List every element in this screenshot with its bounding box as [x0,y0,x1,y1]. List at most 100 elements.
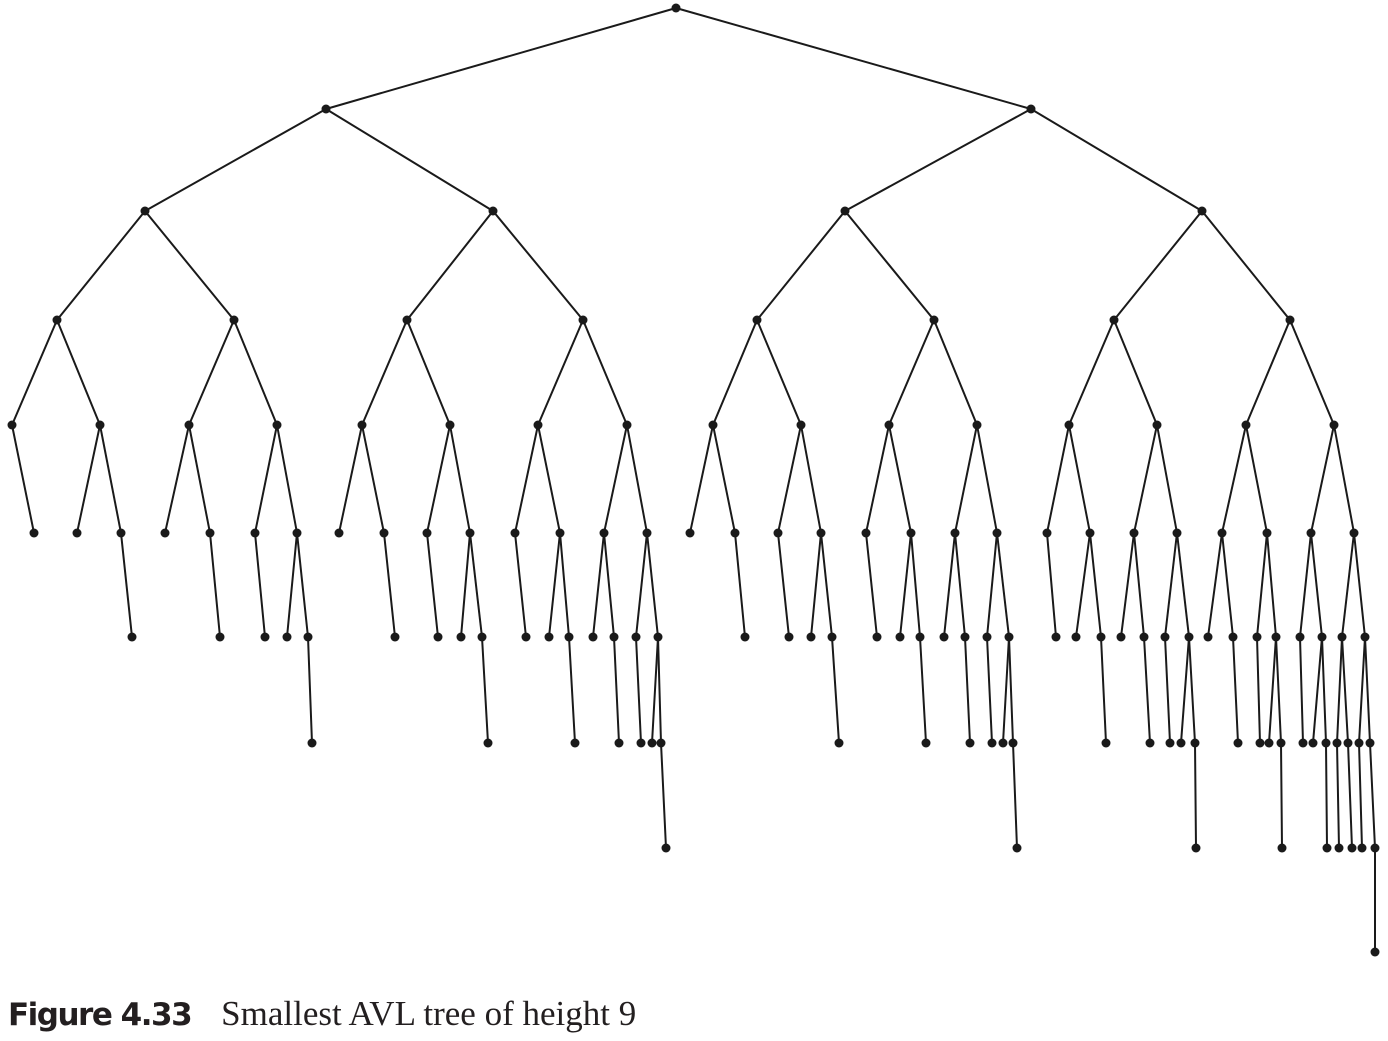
tree-edge [99,424,122,534]
tree-node [544,632,554,642]
tree-edge [514,424,539,534]
tree-edge [56,319,101,426]
tree-edge [1347,742,1353,849]
tree-node [827,632,837,642]
tree-node [488,206,498,216]
tree-edge [1256,532,1268,638]
tree-edge [756,210,846,321]
tree-edge [1143,636,1151,744]
tree-node [402,315,412,325]
tree-edge [1364,636,1371,744]
tree-edge [1156,424,1178,534]
tree-edge [1046,532,1057,638]
tree-node [456,632,466,642]
tree-edge [361,424,385,534]
tree-node [307,738,317,748]
tree-node [708,420,718,430]
tree-node [357,420,367,430]
figure-title: Smallest AVL tree of height 9 [221,994,637,1033]
tree-edge [592,532,605,638]
tree-node [588,632,598,642]
tree-node [250,528,260,538]
tree-edge [1268,636,1277,744]
tree-node [1354,738,1364,748]
tree-node [1255,738,1265,748]
tree-node [1051,632,1061,642]
tree-node [982,632,992,642]
tree-edge [1120,532,1135,638]
tree-edge [954,532,966,638]
tree-edge [188,319,235,426]
tree-node [272,420,282,430]
tree-node [303,632,313,642]
tree-edge [1089,532,1102,638]
tree-edge [712,424,736,534]
tree-node [260,632,270,642]
tree-node [1262,528,1272,538]
tree-node [653,632,663,642]
tree-edge [449,424,471,534]
tree-edge [1245,424,1268,534]
tree-node [806,632,816,642]
tree-node [1347,843,1357,853]
tree-edge [660,742,667,849]
tree-node [965,738,975,748]
tree-node [656,738,666,748]
tree-node [334,528,344,538]
tree-node [1276,738,1286,748]
tree-nodes [7,3,1380,957]
tree-node [215,632,225,642]
tree-edge [164,424,190,534]
tree-edge [734,532,746,638]
tree-node [1332,738,1342,748]
tree-edge [286,532,298,638]
tree-edge [635,636,642,744]
tree-node [510,528,520,538]
tree-edge [1221,532,1234,638]
tree-node [465,528,475,538]
tree-edge [1194,742,1197,849]
tree-node [1101,738,1111,748]
tree-node [1217,528,1227,538]
tree-node [1004,632,1014,642]
tree-node [987,738,997,748]
tree-node [872,632,882,642]
tree-edge [1133,424,1158,534]
tree-edge [1245,319,1291,426]
tree-edge [1333,424,1355,534]
tree-node [614,738,624,748]
tree-edge [1100,636,1107,744]
tree-edge [492,210,584,321]
tree-edge [1353,532,1366,638]
tree-node [599,528,609,538]
tree-node [1203,632,1213,642]
tree-edge [657,636,662,744]
tree-edge [626,424,648,534]
tree-edge [254,424,278,534]
tree-node [1184,632,1194,642]
tree-edge [11,424,35,534]
tree-node [1334,843,1344,853]
tree-edge [603,532,615,638]
tree-node [292,528,302,538]
tree-node [1096,632,1106,642]
tree-edge [777,424,802,534]
tree-edge [1113,319,1158,426]
tree-node [72,528,82,538]
tree-edge [1336,636,1343,744]
tree-edge [254,532,266,638]
tree-edge [675,7,1032,110]
tree-node [116,528,126,538]
tree-edge [954,424,978,534]
tree-node [1152,420,1162,430]
tree-edge [1113,210,1203,321]
tree-node [433,632,443,642]
tree-node [1271,632,1281,642]
tree-node [422,528,432,538]
tree-edge [844,210,935,321]
tree-edge [56,210,146,321]
tree-edge [144,108,327,212]
tree-node [282,632,292,642]
tree-node [921,738,931,748]
tree-edge [548,532,561,638]
